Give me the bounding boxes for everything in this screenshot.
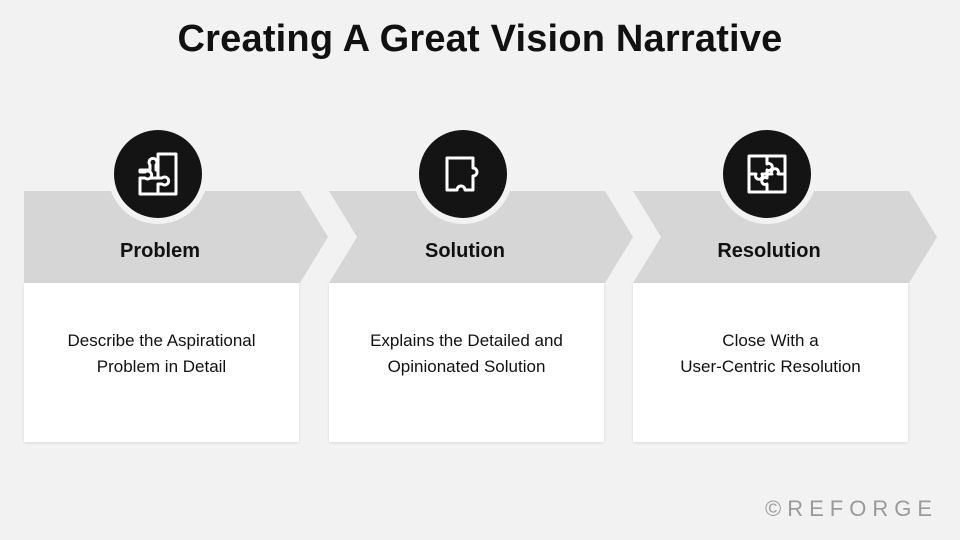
description-line: Describe the Aspirational <box>67 330 256 350</box>
stage-description-card: Explains the Detailed and Opinionated So… <box>329 283 604 442</box>
chevron-arrow <box>329 191 633 283</box>
stage-label: Resolution <box>717 240 821 262</box>
chevron-arrow <box>633 191 937 283</box>
stage-problem: Describe the Aspirational Problem in Det… <box>24 0 328 540</box>
stage-description: Close With a User-Centric Resolution <box>680 328 860 380</box>
description-line: Explains the Detailed and <box>370 330 563 350</box>
description-line: User-Centric Resolution <box>680 356 861 376</box>
puzzle-complete-icon <box>723 130 811 218</box>
stage-label: Problem <box>119 240 201 262</box>
brand-logo: ©REFORGE <box>765 496 938 521</box>
stage-solution: Explains the Detailed and Opinionated So… <box>329 0 633 540</box>
stage-description: Describe the Aspirational Problem in Det… <box>67 328 255 380</box>
puzzle-single-piece-icon <box>419 130 507 218</box>
stage-description-card: Close With a User-Centric Resolution <box>633 283 908 442</box>
stage-label: Solution <box>425 240 505 262</box>
stage-resolution: Close With a User-Centric Resolution Res… <box>633 0 937 540</box>
chevron-arrow <box>24 191 328 283</box>
description-line: Problem in Detail <box>96 356 227 376</box>
description-line: Close With a <box>722 330 819 350</box>
stage-description: Explains the Detailed and Opinionated So… <box>370 328 563 380</box>
page-title: Creating A Great Vision Narrative <box>177 18 783 60</box>
description-line: Opinionated Solution <box>387 356 546 376</box>
stage-description-card: Describe the Aspirational Problem in Det… <box>24 283 299 442</box>
puzzle-two-pieces-icon <box>114 130 202 218</box>
